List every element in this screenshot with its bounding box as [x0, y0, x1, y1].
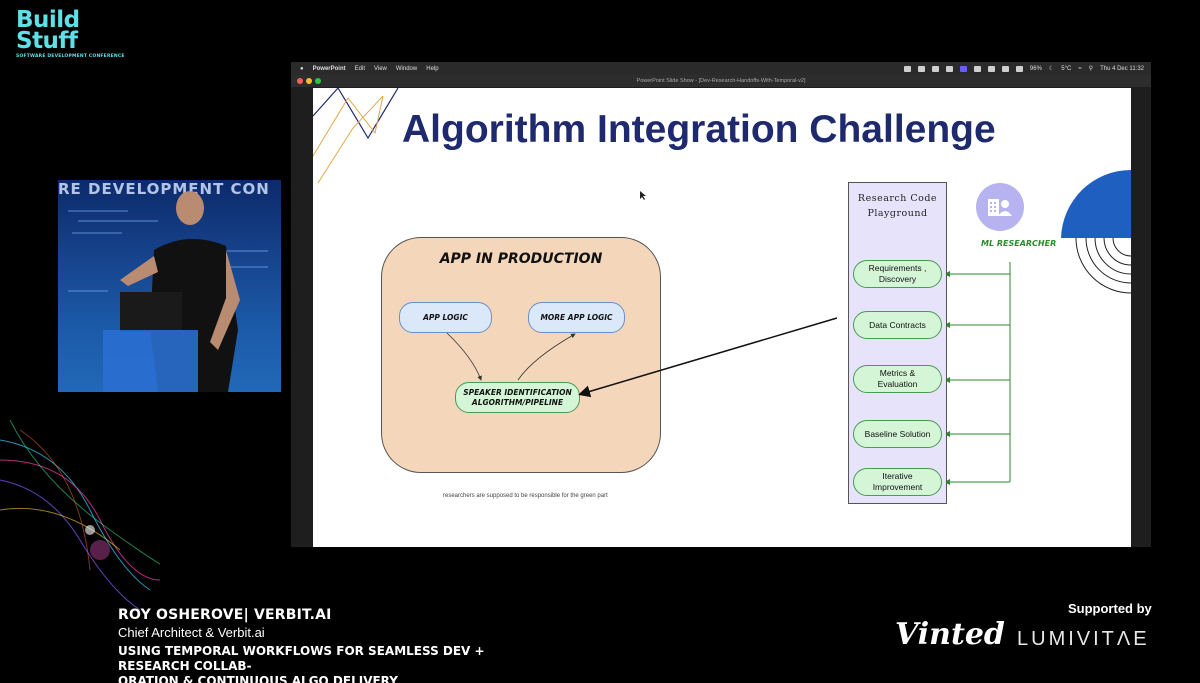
playground-title-line1: Research Code [857, 193, 938, 204]
step-iterative: Iterative Improvement [853, 468, 942, 496]
menu-help[interactable]: Help [426, 65, 439, 72]
apple-icon[interactable]: ● [300, 65, 304, 72]
status-app-icon[interactable] [945, 65, 953, 72]
status-app-icon[interactable] [1015, 65, 1023, 72]
conference-logo: Build Stuff SOFTWARE DEVELOPMENT CONFERE… [16, 7, 126, 60]
decorative-circle [1061, 170, 1131, 294]
app-box-title: APP IN PRODUCTION [439, 251, 603, 267]
step-label: Data Contracts [869, 319, 926, 330]
speaker-role: Chief Architect & Verbit.ai [118, 625, 265, 640]
research-playground-box: Research Code Playground Requirements , … [848, 182, 947, 504]
status-screen-icon[interactable] [959, 65, 967, 72]
talk-title-line2: ORATION & CONTINUOUS ALGO DELIVERY [118, 674, 398, 683]
close-button[interactable] [297, 78, 303, 84]
researcher-icon [988, 199, 1012, 216]
speaker-figure [68, 191, 268, 392]
step-label: Iterative [882, 471, 913, 481]
talk-title: USING TEMPORAL WORKFLOWS FOR SEAMLESS DE… [118, 644, 518, 683]
step-label: Metrics & [879, 368, 916, 378]
window-title: PowerPoint Slide Show - [Dev-Research-Ha… [636, 78, 806, 84]
step-metrics: Metrics & Evaluation [853, 365, 942, 393]
playground-title: Research Code Playground [849, 191, 946, 221]
supported-by-label: Supported by [1068, 601, 1152, 616]
menu-window[interactable]: Window [395, 65, 418, 72]
diagram-connectors [446, 262, 1011, 485]
status-app-icon[interactable] [973, 65, 981, 72]
slide-footnote: researchers are supposed to be responsib… [443, 493, 608, 499]
menu-edit[interactable]: Edit [354, 65, 365, 72]
status-area: 96% ☾ 5°C ≈ ⚲ Thu 4 Dec 11:32 [903, 62, 1144, 75]
particle-art [0, 420, 160, 611]
researcher-avatar [976, 183, 1024, 231]
speaker-id-line2: ALGORITHM/PIPELINE [471, 397, 564, 407]
wifi-icon[interactable]: ≈ [1078, 65, 1082, 72]
status-app-icon[interactable] [1001, 65, 1009, 72]
more-app-logic-node: MORE APP LOGIC [528, 302, 625, 333]
weather-temp[interactable]: 5°C [1061, 65, 1072, 72]
moon-icon[interactable]: ☾ [1048, 66, 1055, 72]
step-label: Requirements , [868, 263, 927, 273]
speaker-identification-node: SPEAKER IDENTIFICATION ALGORITHM/PIPELIN… [455, 382, 580, 413]
speaker-id-line1: SPEAKER IDENTIFICATION [463, 387, 572, 397]
menu-powerpoint[interactable]: PowerPoint [312, 65, 346, 72]
step-label: Discovery [878, 274, 917, 284]
video-banner-text: RE DEVELOPMENT CON [58, 180, 270, 198]
status-app-icon[interactable] [917, 65, 925, 72]
status-app-icon[interactable] [987, 65, 995, 72]
step-requirements: Requirements , Discovery [853, 260, 942, 288]
slide-title: Algorithm Integration Challenge [402, 108, 996, 151]
battery-percent[interactable]: 96% [1029, 65, 1042, 72]
logo-line1: Build [16, 7, 80, 33]
ml-researcher-label: ML RESEARCHER [981, 239, 1057, 248]
playground-title-line2: Playground [867, 208, 928, 219]
speaker-name: ROY OSHEROVE| VERBIT.AI [118, 607, 332, 623]
mouse-cursor-icon [640, 191, 646, 200]
minimize-button[interactable] [306, 78, 312, 84]
status-cloud-icon[interactable] [931, 65, 939, 72]
sponsor-logo-vinted: Vinted [895, 617, 1005, 652]
zoom-button[interactable] [315, 78, 321, 84]
sponsor-logo-lumivitae: LUMIVITΛE [1017, 628, 1150, 650]
logo-line2: Stuff [16, 28, 78, 54]
status-app-icon[interactable] [903, 65, 911, 72]
speaker-video: RE DEVELOPMENT CON [58, 180, 281, 392]
step-data-contracts: Data Contracts [853, 311, 942, 339]
datetime[interactable]: Thu 4 Dec 11:32 [1100, 65, 1144, 72]
decorative-triangles [313, 88, 399, 184]
logo-tagline: SOFTWARE DEVELOPMENT CONFERENCE [16, 54, 125, 59]
step-label: Evaluation [877, 379, 918, 389]
step-label: Improvement [872, 482, 923, 492]
window-titlebar: PowerPoint Slide Show - [Dev-Research-Ha… [291, 75, 1151, 87]
talk-title-line1: USING TEMPORAL WORKFLOWS FOR SEAMLESS DE… [118, 644, 485, 673]
app-logic-node: APP LOGIC [399, 302, 492, 333]
menu-view[interactable]: View [373, 65, 387, 72]
slide-canvas: Algorithm Integration Challenge APP IN P… [313, 88, 1131, 547]
app-in-production-box: APP IN PRODUCTION APP LOGIC MORE APP LOG… [381, 237, 661, 473]
step-baseline: Baseline Solution [853, 420, 942, 448]
search-icon[interactable]: ⚲ [1088, 66, 1094, 72]
step-label: Baseline Solution [864, 428, 931, 439]
macos-menubar: ● PowerPoint Edit View Window Help 96% ☾… [291, 62, 1151, 75]
